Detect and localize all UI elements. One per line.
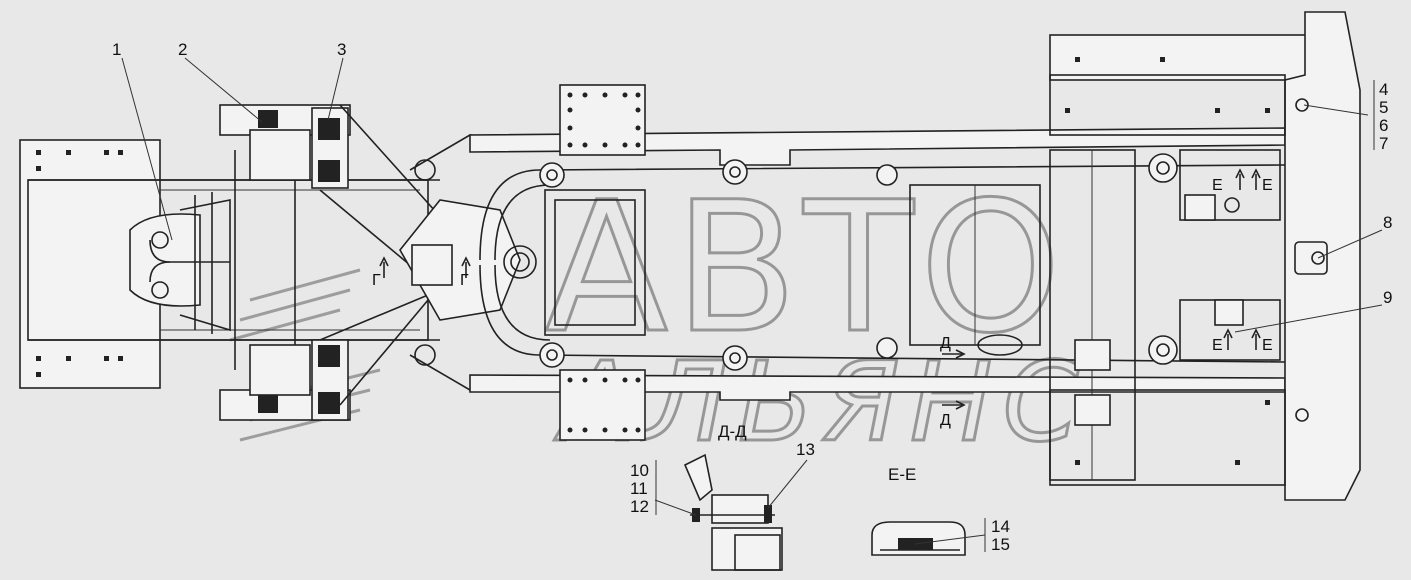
main-frame (469, 84, 1286, 481)
rear-bottom-panel (1049, 389, 1286, 486)
watermark: АВТО АЛЬЯНС (229, 163, 1081, 468)
section-mark-e3: Е (1212, 337, 1223, 354)
section-view-ee (871, 521, 966, 556)
section-mark-g2: Г (460, 272, 469, 289)
front-frame (19, 104, 472, 421)
section-mark-e1: Е (1212, 177, 1223, 194)
top-mount-plate (559, 84, 646, 156)
callout-12: 12 (630, 497, 649, 516)
leader-lines (121, 57, 1383, 552)
dd-section-body (711, 494, 769, 524)
section-mark-d1: Д (940, 335, 951, 352)
rear-top-panel (1049, 34, 1341, 81)
section-mark-g1: Г (372, 272, 381, 289)
rear-tow-socket (1294, 241, 1328, 275)
callout-13: 13 (796, 440, 815, 459)
callout-9: 9 (1383, 288, 1392, 307)
watermark-line1: АВТО (545, 164, 1067, 373)
section-marks: Г Г Д Д Е Е Е Е (372, 168, 1273, 429)
callout-6: 6 (1379, 116, 1388, 135)
turntable-plate (399, 199, 521, 321)
callout-1: 1 (112, 40, 121, 59)
callout-3: 3 (337, 40, 346, 59)
callout-7: 7 (1379, 134, 1388, 153)
callout-8: 8 (1383, 213, 1392, 232)
callout-5: 5 (1379, 98, 1388, 117)
section-title-dd: Д-Д (718, 422, 747, 441)
section-title-ee: Е-Е (888, 465, 916, 484)
frame-bosses (539, 153, 1178, 371)
callout-2: 2 (178, 40, 187, 59)
hitch-plate (129, 213, 201, 307)
callout-11: 11 (630, 479, 648, 498)
cross-member-1 (544, 189, 646, 336)
section-view-dd (683, 453, 783, 571)
bottom-mount-plate (559, 369, 646, 441)
callout-labels: 1 2 3 4 5 6 7 8 9 10 11 12 13 14 15 (112, 40, 1392, 554)
callout-14: 14 (991, 517, 1010, 536)
section-mark-e4: Е (1262, 337, 1273, 354)
section-mark-e2: Е (1262, 177, 1273, 194)
callout-15: 15 (991, 535, 1010, 554)
callout-10: 10 (630, 461, 649, 480)
rear-platform (1049, 11, 1361, 501)
callout-4: 4 (1379, 80, 1388, 99)
section-mark-d2: Д (940, 412, 951, 429)
